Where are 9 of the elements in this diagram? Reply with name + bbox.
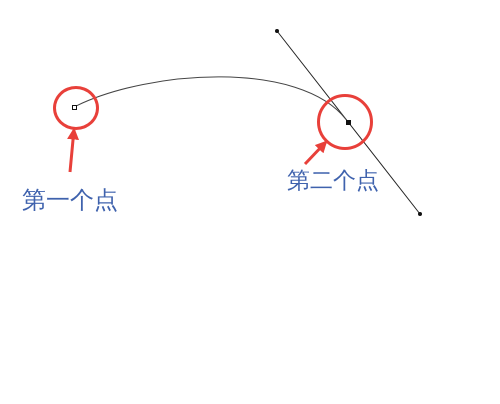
arrow — [67, 128, 80, 172]
highlight-circle — [53, 86, 99, 130]
point-label: 第一个点 — [22, 188, 118, 212]
arrow — [304, 140, 328, 166]
anchor-point — [72, 104, 76, 110]
curve-segment — [76, 76, 347, 120]
anchor-point — [346, 120, 350, 124]
point-label: 第二个点 — [287, 170, 379, 193]
highlight-circle — [317, 94, 373, 150]
